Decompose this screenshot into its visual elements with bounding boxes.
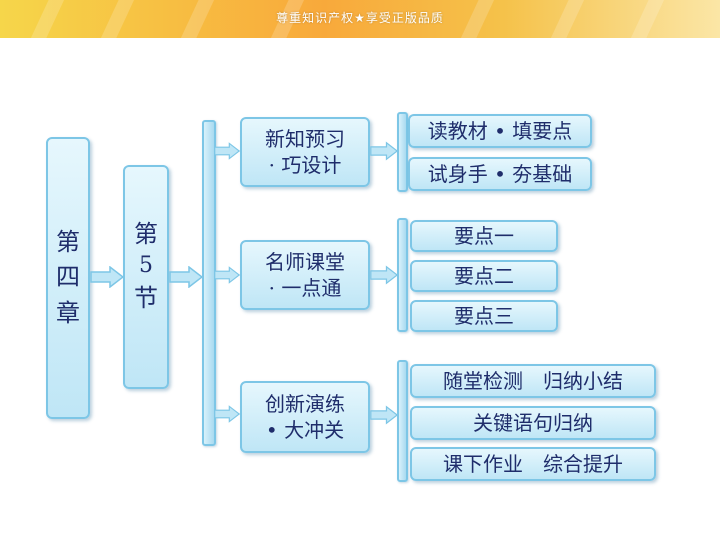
arrow-icon: [214, 403, 240, 425]
item-point-one[interactable]: 要点一: [410, 220, 558, 252]
banner-text: 尊重知识产权★享受正版品质: [276, 11, 444, 25]
item-label: 要点一: [454, 224, 514, 248]
arrow-icon: [370, 140, 398, 162]
item-class-test[interactable]: 随堂检测 归纳小结: [410, 364, 656, 398]
item-label: 课下作业 综合提升: [443, 452, 623, 476]
section-line1: 第: [134, 220, 158, 248]
section-line2: 5: [139, 253, 153, 279]
arrow-icon: [169, 266, 203, 288]
item-label: 试身手 • 夯基础: [427, 162, 573, 186]
item-point-two[interactable]: 要点二: [410, 260, 558, 292]
arrow-icon: [214, 264, 240, 286]
arrow-icon: [370, 404, 398, 426]
arrow-icon: [214, 140, 240, 162]
group-title-line1: 新知预习: [265, 127, 345, 151]
item-key-sentences[interactable]: 关键语句归纳: [410, 406, 656, 440]
main-connector-bar: [202, 120, 216, 446]
item-label: 要点二: [454, 264, 514, 288]
group-title-practice[interactable]: 创新演练 • 大冲关: [240, 381, 370, 453]
item-label: 关键语句归纳: [473, 411, 593, 435]
top-banner: 尊重知识产权★享受正版品质: [0, 0, 720, 38]
item-label: 要点三: [454, 304, 514, 328]
group-title-line1: 创新演练: [265, 392, 345, 416]
item-point-three[interactable]: 要点三: [410, 300, 558, 332]
group-title-preview[interactable]: 新知预习 · 巧设计: [240, 117, 370, 187]
chapter-line2: 四: [56, 263, 80, 292]
arrow-icon: [90, 266, 124, 288]
item-label: 读教材 • 填要点: [427, 119, 573, 143]
chapter-line1: 第: [56, 228, 80, 257]
section-box[interactable]: 第 5 节: [123, 165, 169, 389]
chapter-line3: 章: [56, 298, 80, 327]
section-line3: 节: [134, 283, 158, 312]
group3-connector-bar: [397, 360, 408, 482]
item-homework[interactable]: 课下作业 综合提升: [410, 447, 656, 481]
group1-connector-bar: [397, 112, 408, 192]
group-title-line2: · 一点通: [268, 276, 342, 300]
arrow-icon: [370, 264, 398, 286]
group-title-line1: 名师课堂: [265, 250, 345, 274]
group-title-line2: • 大冲关: [265, 418, 345, 442]
item-try-basics[interactable]: 试身手 • 夯基础: [408, 157, 592, 191]
item-label: 随堂检测 归纳小结: [443, 369, 623, 393]
group-title-line2: · 巧设计: [268, 153, 342, 177]
group-title-classroom[interactable]: 名师课堂 · 一点通: [240, 240, 370, 310]
group2-connector-bar: [397, 218, 408, 332]
chapter-box[interactable]: 第 四 章: [46, 137, 90, 419]
item-read-textbook[interactable]: 读教材 • 填要点: [408, 114, 592, 148]
